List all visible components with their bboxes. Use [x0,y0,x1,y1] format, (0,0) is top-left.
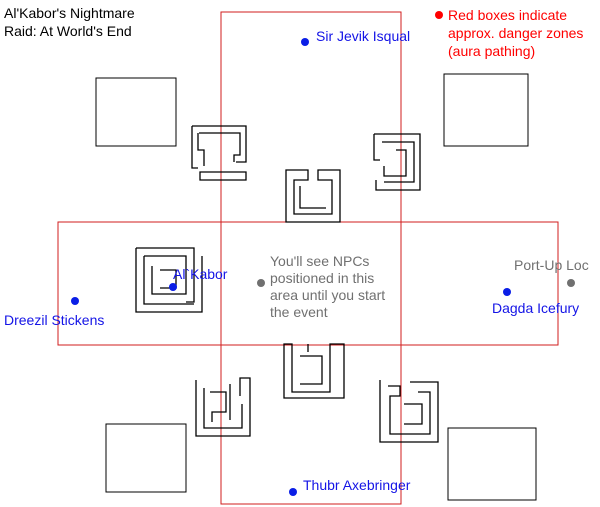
npc-label-thubr: Thubr Axebringer [303,477,411,493]
room-top-right [443,73,529,147]
npc-area-note: You'll see NPCs positioned in this area … [270,253,386,320]
npc-dot-dreezil [71,297,79,305]
legend-dot [435,11,443,19]
wall-structure-bottom-left [195,377,251,437]
port-up-dot [567,279,575,287]
room-top-left [95,77,177,147]
port-up-label: Port-Up Loc [514,257,589,273]
legend-line-1: Red boxes indicate [448,7,568,23]
npc-label-sir-jevik: Sir Jevik Isqual [316,28,411,44]
npc-dot-sir-jevik [301,38,309,46]
wall-structure-bottom-right [379,380,439,443]
note-dot-npc-area [257,279,265,287]
npc-label-dreezil: Dreezil Stickens [4,312,105,328]
legend-line-2: approx. danger zones [448,25,584,41]
map-subtitle: Raid: At World's End [4,23,132,39]
npc-label-dagda: Dagda Icefury [492,300,580,316]
wall-structure-top-center [285,169,341,223]
wall-structure-left-center [135,247,203,313]
npc-label-alkabor: Al`Kabor [173,266,228,282]
room-bottom-right [447,427,537,501]
legend-line-3: (aura pathing) [448,43,536,59]
danger-zone-vertical [220,11,402,505]
map-title: Al'Kabor's Nightmare [4,5,135,21]
wall-structure-bottom-center [283,343,345,399]
npc-dot-dagda [503,288,511,296]
npc-dot-alkabor [169,283,177,291]
wall-structure-top-left [191,125,247,181]
room-bottom-left [105,423,187,493]
wall-structure-top-right [373,133,421,191]
npc-dot-thubr [289,488,297,496]
